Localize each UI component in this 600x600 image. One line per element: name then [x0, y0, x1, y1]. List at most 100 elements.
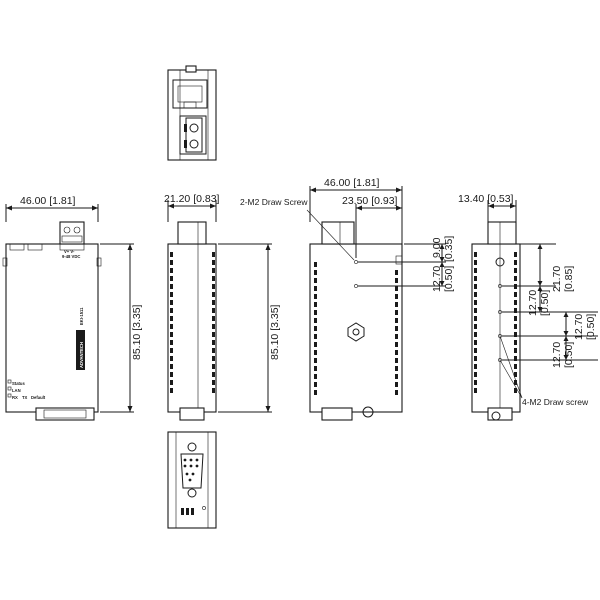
back-offset-label: 23.50 [0.93] [342, 195, 398, 207]
vent-slot [170, 356, 173, 361]
right-v-top-in-label: [0.85] [563, 266, 575, 292]
vent-slot [212, 276, 215, 281]
vent-slot [170, 364, 173, 369]
vent-slot [395, 350, 398, 355]
vent-slot [212, 332, 215, 337]
vent-slot [212, 284, 215, 289]
terminal-polarity-label: V+ V- [64, 249, 75, 254]
led-link-label: LAN [12, 388, 21, 393]
vent-slot [314, 390, 317, 395]
vent-slot [212, 308, 215, 313]
vent-slot [514, 308, 517, 313]
db9-pin [195, 458, 199, 462]
brand-strip [76, 330, 85, 370]
vent-slot [514, 340, 517, 345]
vent-slot [212, 252, 215, 257]
vent-slot [170, 308, 173, 313]
back-screw-hole-upper [354, 260, 358, 264]
vent-slot [314, 326, 317, 331]
vent-slot [395, 278, 398, 283]
vent-slot [314, 278, 317, 283]
vent-slot [170, 268, 173, 273]
db9-pin [183, 458, 187, 462]
vent-slot [314, 366, 317, 371]
vent-slot [474, 284, 477, 289]
right-view-body [471, 243, 521, 413]
vent-slot [314, 286, 317, 291]
power-rating-label: 9-48 VDC [62, 254, 80, 259]
vent-slot [474, 316, 477, 321]
vent-slot [395, 366, 398, 371]
front-width-label: 46.00 [1.81] [20, 195, 76, 207]
right-v-b-in-label: [0.50] [585, 314, 597, 340]
vent-slot [395, 302, 398, 307]
vent-slot [514, 372, 517, 377]
vent-slot [314, 350, 317, 355]
vent-slot [514, 348, 517, 353]
back-vent-slots-right [395, 270, 398, 395]
vent-slot [514, 316, 517, 321]
vent-slot [474, 300, 477, 305]
vent-slot [514, 276, 517, 281]
vent-slot [170, 284, 173, 289]
led-tx-label: TX [22, 395, 28, 400]
vent-slot [212, 316, 215, 321]
right-top-screw [495, 257, 505, 267]
vent-slot [474, 340, 477, 345]
vent-slot [395, 382, 398, 387]
vent-slot [170, 252, 173, 257]
vent-slot [314, 310, 317, 315]
vent-slot [212, 260, 215, 265]
vent-slot [212, 292, 215, 297]
db9-pin [191, 472, 195, 476]
vent-slot [514, 300, 517, 305]
brand-label: ADVANTECH [79, 342, 84, 368]
vent-slot [474, 380, 477, 385]
vent-slot [395, 390, 398, 395]
vent-slot [212, 300, 215, 305]
vent-slot [514, 380, 517, 385]
vent-slot [395, 326, 398, 331]
vent-slot [314, 382, 317, 387]
side-width-label: 21.20 [0.83] [164, 193, 220, 205]
vent-slot [395, 342, 398, 347]
vent-slot [314, 294, 317, 299]
right-v-c-in-label: [0.50] [563, 342, 575, 368]
vent-slot [212, 340, 215, 345]
top-view [167, 65, 217, 161]
db9-pins [183, 458, 199, 482]
right-side-view: 4-M2 Draw screw 13.40 [0.53] 21.70 [0.85… [458, 193, 598, 421]
vent-slot [170, 380, 173, 385]
side-view: 21.20 [0.83] 85.10 [3.35] [164, 193, 281, 421]
vent-slot [514, 324, 517, 329]
vent-slot [395, 318, 398, 323]
vent-slot [514, 364, 517, 369]
vent-slot [212, 324, 215, 329]
vent-slot [170, 340, 173, 345]
vent-slot [170, 372, 173, 377]
vent-slot [514, 268, 517, 273]
vent-slot [474, 260, 477, 265]
vent-slot [474, 292, 477, 297]
vent-slot [514, 388, 517, 393]
vent-slot [474, 348, 477, 353]
vent-slot [474, 252, 477, 257]
right-v-b-label: 12.70 [573, 314, 585, 340]
vent-slot [212, 372, 215, 377]
vent-slot [514, 260, 517, 265]
vent-slot [314, 374, 317, 379]
vent-slot [474, 364, 477, 369]
vent-slot [314, 270, 317, 275]
led-status-label: Status [12, 381, 25, 386]
db9-pin [185, 472, 189, 476]
back-v1-label: 12.70 [431, 266, 443, 292]
back-screw-callout: 2-M2 Draw Screw [240, 197, 308, 207]
db9-screw-top [187, 442, 197, 452]
ground-screw [347, 322, 365, 342]
vent-slot [395, 310, 398, 315]
back-view: 2-M2 Draw Screw 46.00 [1.81] 23.50 [0.93… [240, 177, 455, 421]
db9-screw-bottom [187, 488, 197, 498]
vent-slot [395, 270, 398, 275]
vent-slot [170, 388, 173, 393]
